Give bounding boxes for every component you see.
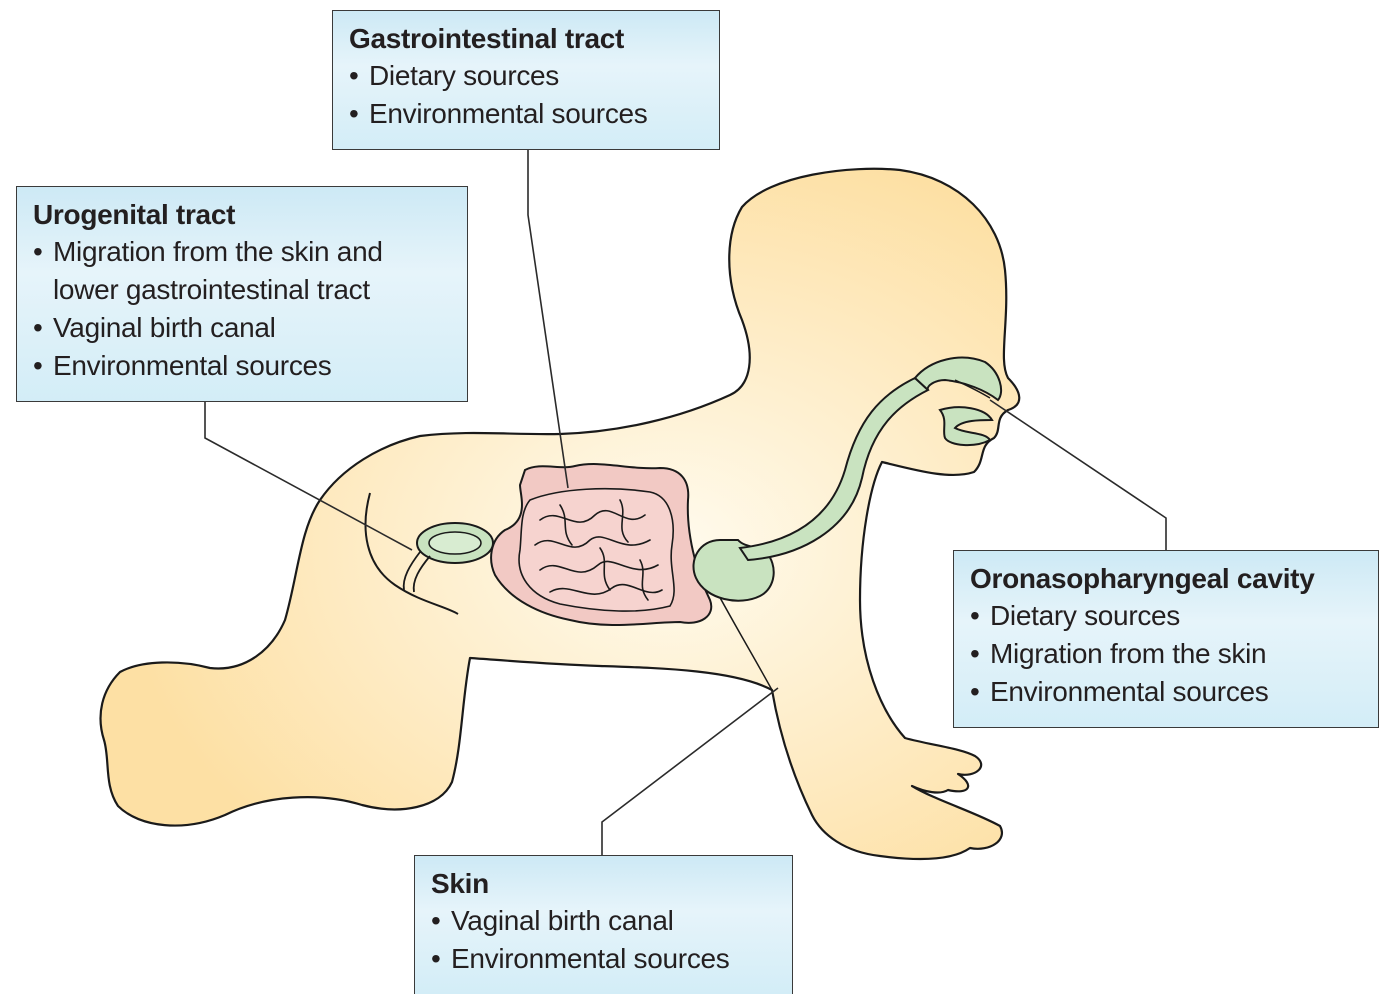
urogenital-item: Vaginal birth canal bbox=[33, 309, 451, 347]
label-box-skin: Skin Vaginal birth canal Environmental s… bbox=[414, 855, 793, 994]
leader-skin bbox=[602, 688, 778, 855]
skin-title: Skin bbox=[431, 866, 776, 902]
leader-oronasopharyngeal bbox=[990, 400, 1166, 550]
label-box-urogenital: Urogenital tract Migration from the skin… bbox=[16, 186, 468, 402]
label-box-gastrointestinal: Gastrointestinal tract Dietary sources E… bbox=[332, 10, 720, 150]
skin-item: Vaginal birth canal bbox=[431, 902, 776, 940]
skin-item: Environmental sources bbox=[431, 940, 776, 978]
oronasopharyngeal-item: Dietary sources bbox=[970, 597, 1374, 635]
oronasopharyngeal-title: Oronasopharyngeal cavity bbox=[970, 561, 1374, 597]
gastrointestinal-title: Gastrointestinal tract bbox=[349, 21, 703, 57]
gastrointestinal-item: Environmental sources bbox=[349, 95, 703, 133]
urogenital-title: Urogenital tract bbox=[33, 197, 451, 233]
gastrointestinal-item: Dietary sources bbox=[349, 57, 703, 95]
urogenital-list: Migration from the skin and lower gastro… bbox=[33, 233, 451, 385]
skin-list: Vaginal birth canal Environmental source… bbox=[431, 902, 776, 978]
oronasopharyngeal-item: Migration from the skin bbox=[970, 635, 1374, 673]
gastrointestinal-list: Dietary sources Environmental sources bbox=[349, 57, 703, 133]
urogenital-item: Environmental sources bbox=[33, 347, 451, 385]
oronasopharyngeal-item: Environmental sources bbox=[970, 673, 1374, 711]
oronasopharyngeal-list: Dietary sources Migration from the skin … bbox=[970, 597, 1374, 711]
label-box-oronasopharyngeal: Oronasopharyngeal cavity Dietary sources… bbox=[953, 550, 1379, 728]
urogenital-item: Migration from the skin and bbox=[33, 233, 451, 271]
urogenital-item-continuation: lower gastrointestinal tract bbox=[33, 271, 451, 309]
